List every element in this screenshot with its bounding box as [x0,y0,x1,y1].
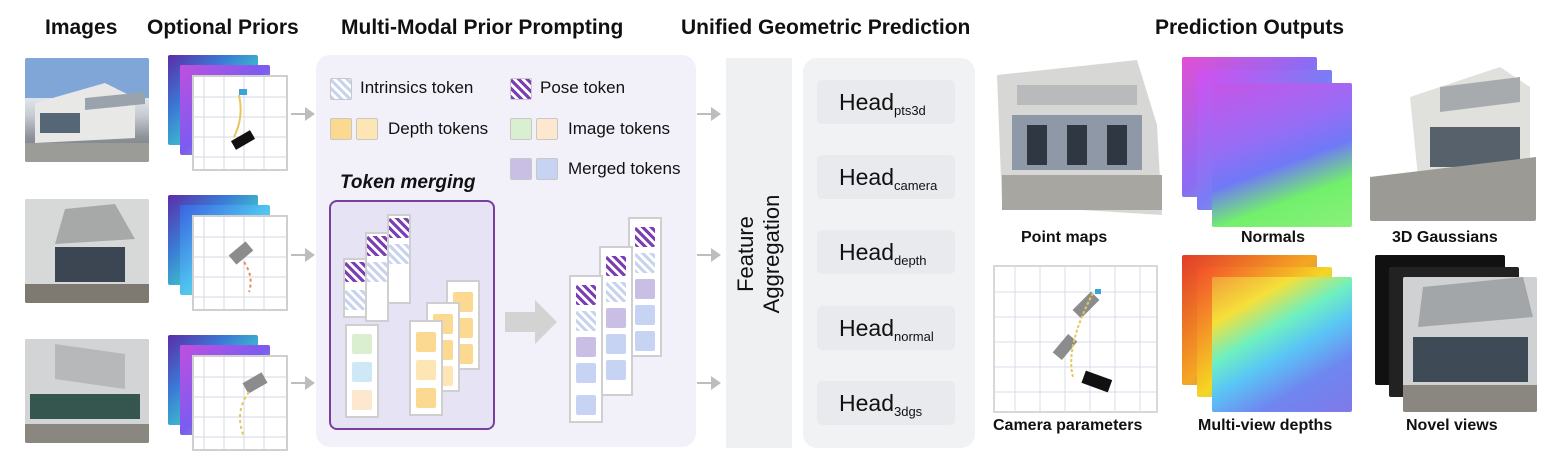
merged-token-swatch [510,158,532,180]
building-photo-3 [25,339,149,443]
caption-novel-views: Novel views [1406,417,1498,434]
header-prompting: Multi-Modal Prior Prompting [341,16,624,39]
camera-pose-icon [194,357,286,449]
token-column [365,232,389,322]
legend-intrinsics: Intrinsics token [360,78,474,97]
token-column [387,214,411,304]
legend-merged: Merged tokens [568,159,681,178]
token-merging-box [329,200,495,430]
camera-pose-icon [194,217,286,309]
head-pts3d: Headpts3d [817,80,955,124]
token-column [343,258,367,318]
arrow-right-icon [291,248,315,262]
building-photo-2 [25,199,149,303]
depth-token-swatch [356,118,378,140]
feature-aggregation-block: Feature Aggregation [726,58,792,448]
caption-normals: Normals [1241,229,1306,246]
header-prediction: Unified Geometric Prediction [681,16,971,39]
arrow-right-icon [291,107,315,121]
point-maps-output [987,55,1167,223]
prior-stack-3 [168,335,293,451]
camera-trajectory-icon [995,267,1156,411]
header-outputs: Prediction Outputs [1155,16,1344,39]
image-token-swatch [536,118,558,140]
caption-point-maps: Point maps [1021,229,1108,246]
header-priors: Optional Priors [147,16,299,39]
arrow-right-icon [697,107,721,121]
token-merging-label: Token merging [340,172,476,193]
legend-pose: Pose token [540,78,626,97]
head-depth: Headdepth [817,230,955,274]
gaussians-output [1370,57,1536,221]
arrow-right-icon [697,376,721,390]
merged-token-swatch [536,158,558,180]
header-images: Images [45,16,118,39]
legend-depth: Depth tokens [388,119,489,138]
head-camera: Headcamera [817,155,955,199]
head-normal: Headnormal [817,306,955,350]
image-token-swatch [510,118,532,140]
camera-params-output [993,265,1158,413]
camera-pose-icon [194,77,286,169]
caption-gaussians: 3D Gaussians [1392,229,1498,246]
intrinsics-token-swatch [330,78,352,100]
input-image-2 [25,199,149,303]
depths-output [1182,255,1352,415]
merged-token-column [599,246,633,396]
normals-output [1182,57,1352,229]
arrow-right-icon [291,376,315,390]
building-photo-1 [25,58,149,162]
prior-stack-2 [168,195,293,311]
novel-views-output [1375,255,1540,415]
caption-camera-params: Camera parameters [993,417,1143,434]
point-cloud-image [997,60,1162,215]
pose-token-swatch [510,78,532,100]
feature-aggregation-label: Feature Aggregation [733,194,784,314]
merge-arrow-icon [505,300,557,344]
token-column [345,324,379,418]
merged-token-column [569,275,603,423]
input-image-1 [25,58,149,162]
novel-view-image [1403,277,1537,412]
gaussian-render-image [1370,57,1536,221]
depth-token-swatch [330,118,352,140]
arrow-right-icon [697,248,721,262]
input-image-3 [25,339,149,443]
prior-stack-1 [168,55,293,171]
head-3dgs: Head3dgs [817,381,955,425]
caption-depths: Multi-view depths [1198,417,1333,434]
legend-image: Image tokens [568,119,671,138]
merged-token-column [628,217,662,357]
token-column [409,320,443,416]
